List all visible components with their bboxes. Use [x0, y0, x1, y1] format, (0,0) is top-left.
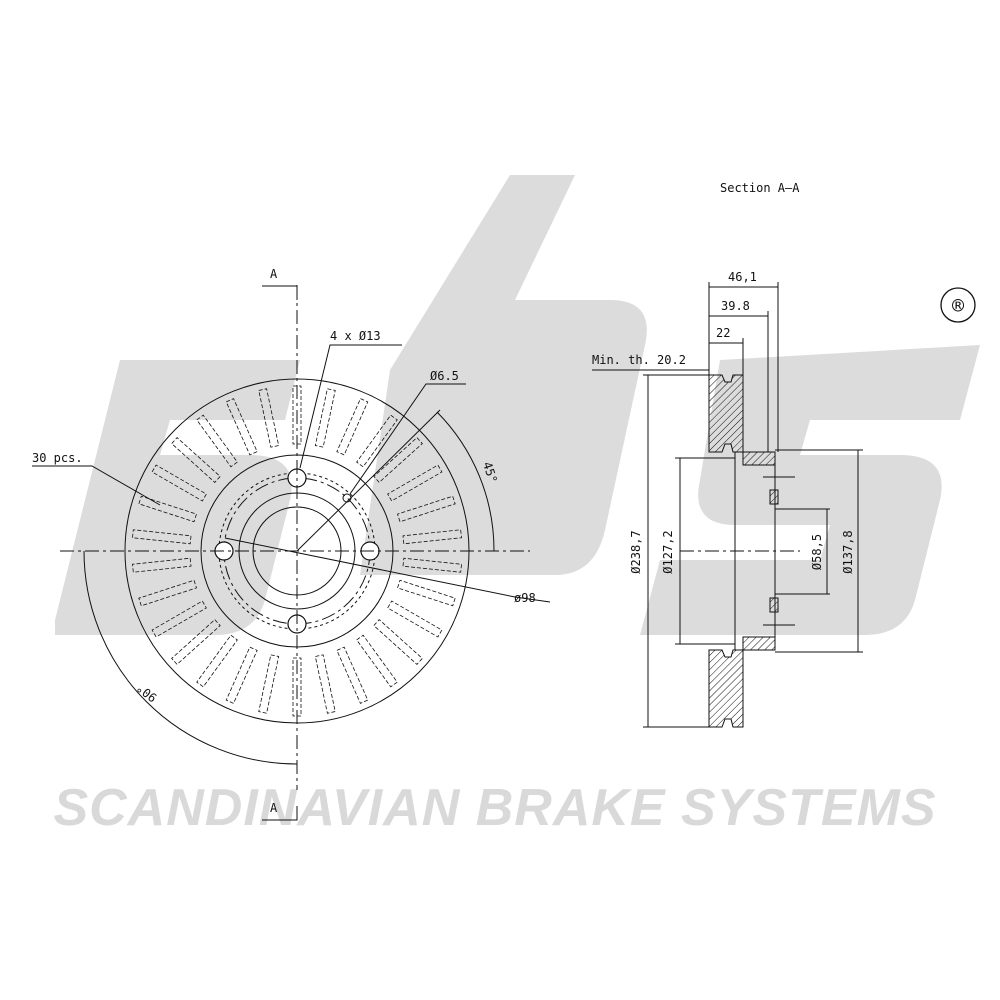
- cooling-vane: [132, 529, 192, 545]
- angle-45-label: 45°: [480, 460, 500, 485]
- cooling-vane: [314, 654, 336, 714]
- cooling-vane: [138, 495, 197, 523]
- vanes-leader: [32, 465, 161, 506]
- cooling-vane: [336, 398, 369, 456]
- registered-symbol: ®: [952, 294, 965, 318]
- min-thickness-label: Min. th. 20.2: [592, 353, 686, 367]
- cooling-vane: [196, 414, 238, 468]
- angle-45-ray: [296, 409, 441, 552]
- bolt-holes: [214, 468, 380, 634]
- front-view: A A 4 x Ø13 Ø6.5 30 pcs. ø98 45° 90°: [32, 267, 551, 821]
- angle-90-arc: [83, 550, 298, 765]
- cooling-vane: [373, 437, 423, 483]
- thickness-label: 22: [716, 326, 730, 340]
- cooling-vane: [258, 388, 280, 448]
- sbs-logo-watermark: [55, 175, 980, 635]
- section-hat-top: [742, 451, 776, 466]
- vanes-label: 30 pcs.: [32, 451, 83, 465]
- outer-diameter-label: Ø238,7: [629, 530, 643, 573]
- cooling-vane: [397, 579, 456, 607]
- angle-90-label: 90°: [134, 680, 160, 704]
- section-marker-bottom-line: [262, 806, 298, 821]
- cooling-vane: [171, 437, 221, 483]
- small-hole-label: Ø6.5: [430, 369, 459, 383]
- section-marker-top: A: [270, 267, 278, 281]
- cooling-vane: [171, 619, 221, 665]
- overall-height-label: 46,1: [728, 270, 757, 284]
- cooling-vane: [397, 495, 456, 523]
- inner-diameter-label: Ø127,2: [661, 530, 675, 573]
- brand-text: SCANDINAVIAN BRAKE SYSTEMS: [53, 779, 936, 837]
- small-hole-leader: [349, 383, 466, 495]
- cooling-vane: [356, 414, 398, 468]
- hat-height-label: 39.8: [721, 299, 750, 313]
- cooling-vane: [387, 600, 443, 638]
- cooling-vane: [151, 600, 207, 638]
- bolt-circle-leader: [224, 537, 551, 603]
- section-hat-bottom: [742, 636, 776, 651]
- section-title: Section A–A: [720, 181, 800, 195]
- registered-mark: ®: [940, 287, 976, 323]
- cooling-vane: [314, 388, 336, 448]
- angle-45-arc: [436, 411, 495, 552]
- cooling-vane: [336, 646, 369, 704]
- section-flange-hatch-top: [769, 489, 779, 505]
- center-bore-label: Ø58,5: [810, 534, 824, 570]
- section-marker-top-line: [262, 285, 298, 300]
- section-view: Section A–A 46,1 39.8 22 Min. th. 20.2: [592, 181, 863, 728]
- section-friction-ring-top: [708, 374, 744, 453]
- cooling-vane: [151, 464, 207, 502]
- section-marker-bottom: A: [270, 801, 278, 815]
- cooling-vane: [225, 398, 258, 456]
- bolt-hole-leader: [299, 344, 402, 469]
- bolt-hole-label: 4 x Ø13: [330, 329, 381, 343]
- cooling-vane: [402, 557, 462, 573]
- section-flange-hatch-bottom: [769, 597, 779, 613]
- cooling-vane: [225, 646, 258, 704]
- section-friction-ring-bottom: [708, 649, 744, 728]
- locating-hole: [342, 493, 352, 503]
- cooling-vane: [196, 634, 238, 688]
- cooling-vane: [387, 464, 443, 502]
- cooling-vane: [138, 579, 197, 607]
- cooling-vane: [258, 654, 280, 714]
- cooling-vane: [373, 619, 423, 665]
- hat-diameter-label: Ø137,8: [841, 530, 855, 573]
- cooling-vane: [356, 634, 398, 688]
- bolt-circle-label: ø98: [514, 591, 536, 605]
